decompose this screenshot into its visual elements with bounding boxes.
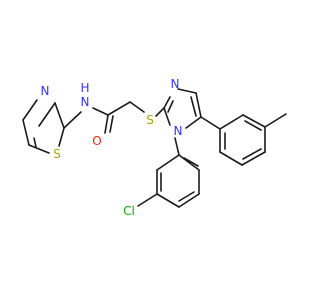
chlorophenyl-ring: [137, 137, 200, 208]
atom-labels: N H O S N S N N Cl: [41, 77, 183, 218]
imidazole-ring: [163, 88, 202, 129]
molecule-canvas: N H O S N S N N Cl: [22, 77, 287, 218]
chlorine-label: Cl: [123, 204, 135, 218]
structure-diagram: N H O S N S N N Cl: [22, 77, 287, 218]
thiazole-nitrogen-label: N: [41, 84, 50, 98]
amide-nitrogen-label: N: [81, 95, 90, 109]
thiazole-sulfur-label: S: [53, 147, 61, 161]
thiazole-ring: [22, 99, 65, 154]
amide-hydrogen-label: H: [80, 81, 89, 95]
amide-linker: [63, 101, 165, 134]
imidazole-nitrogen-label: N: [171, 77, 180, 91]
carbonyl-oxygen-label: O: [92, 134, 101, 148]
tolyl-ring: [200, 113, 287, 166]
thioether-sulfur-label: S: [146, 113, 154, 127]
imidazole-substituted-nitrogen-label: N: [174, 124, 183, 138]
